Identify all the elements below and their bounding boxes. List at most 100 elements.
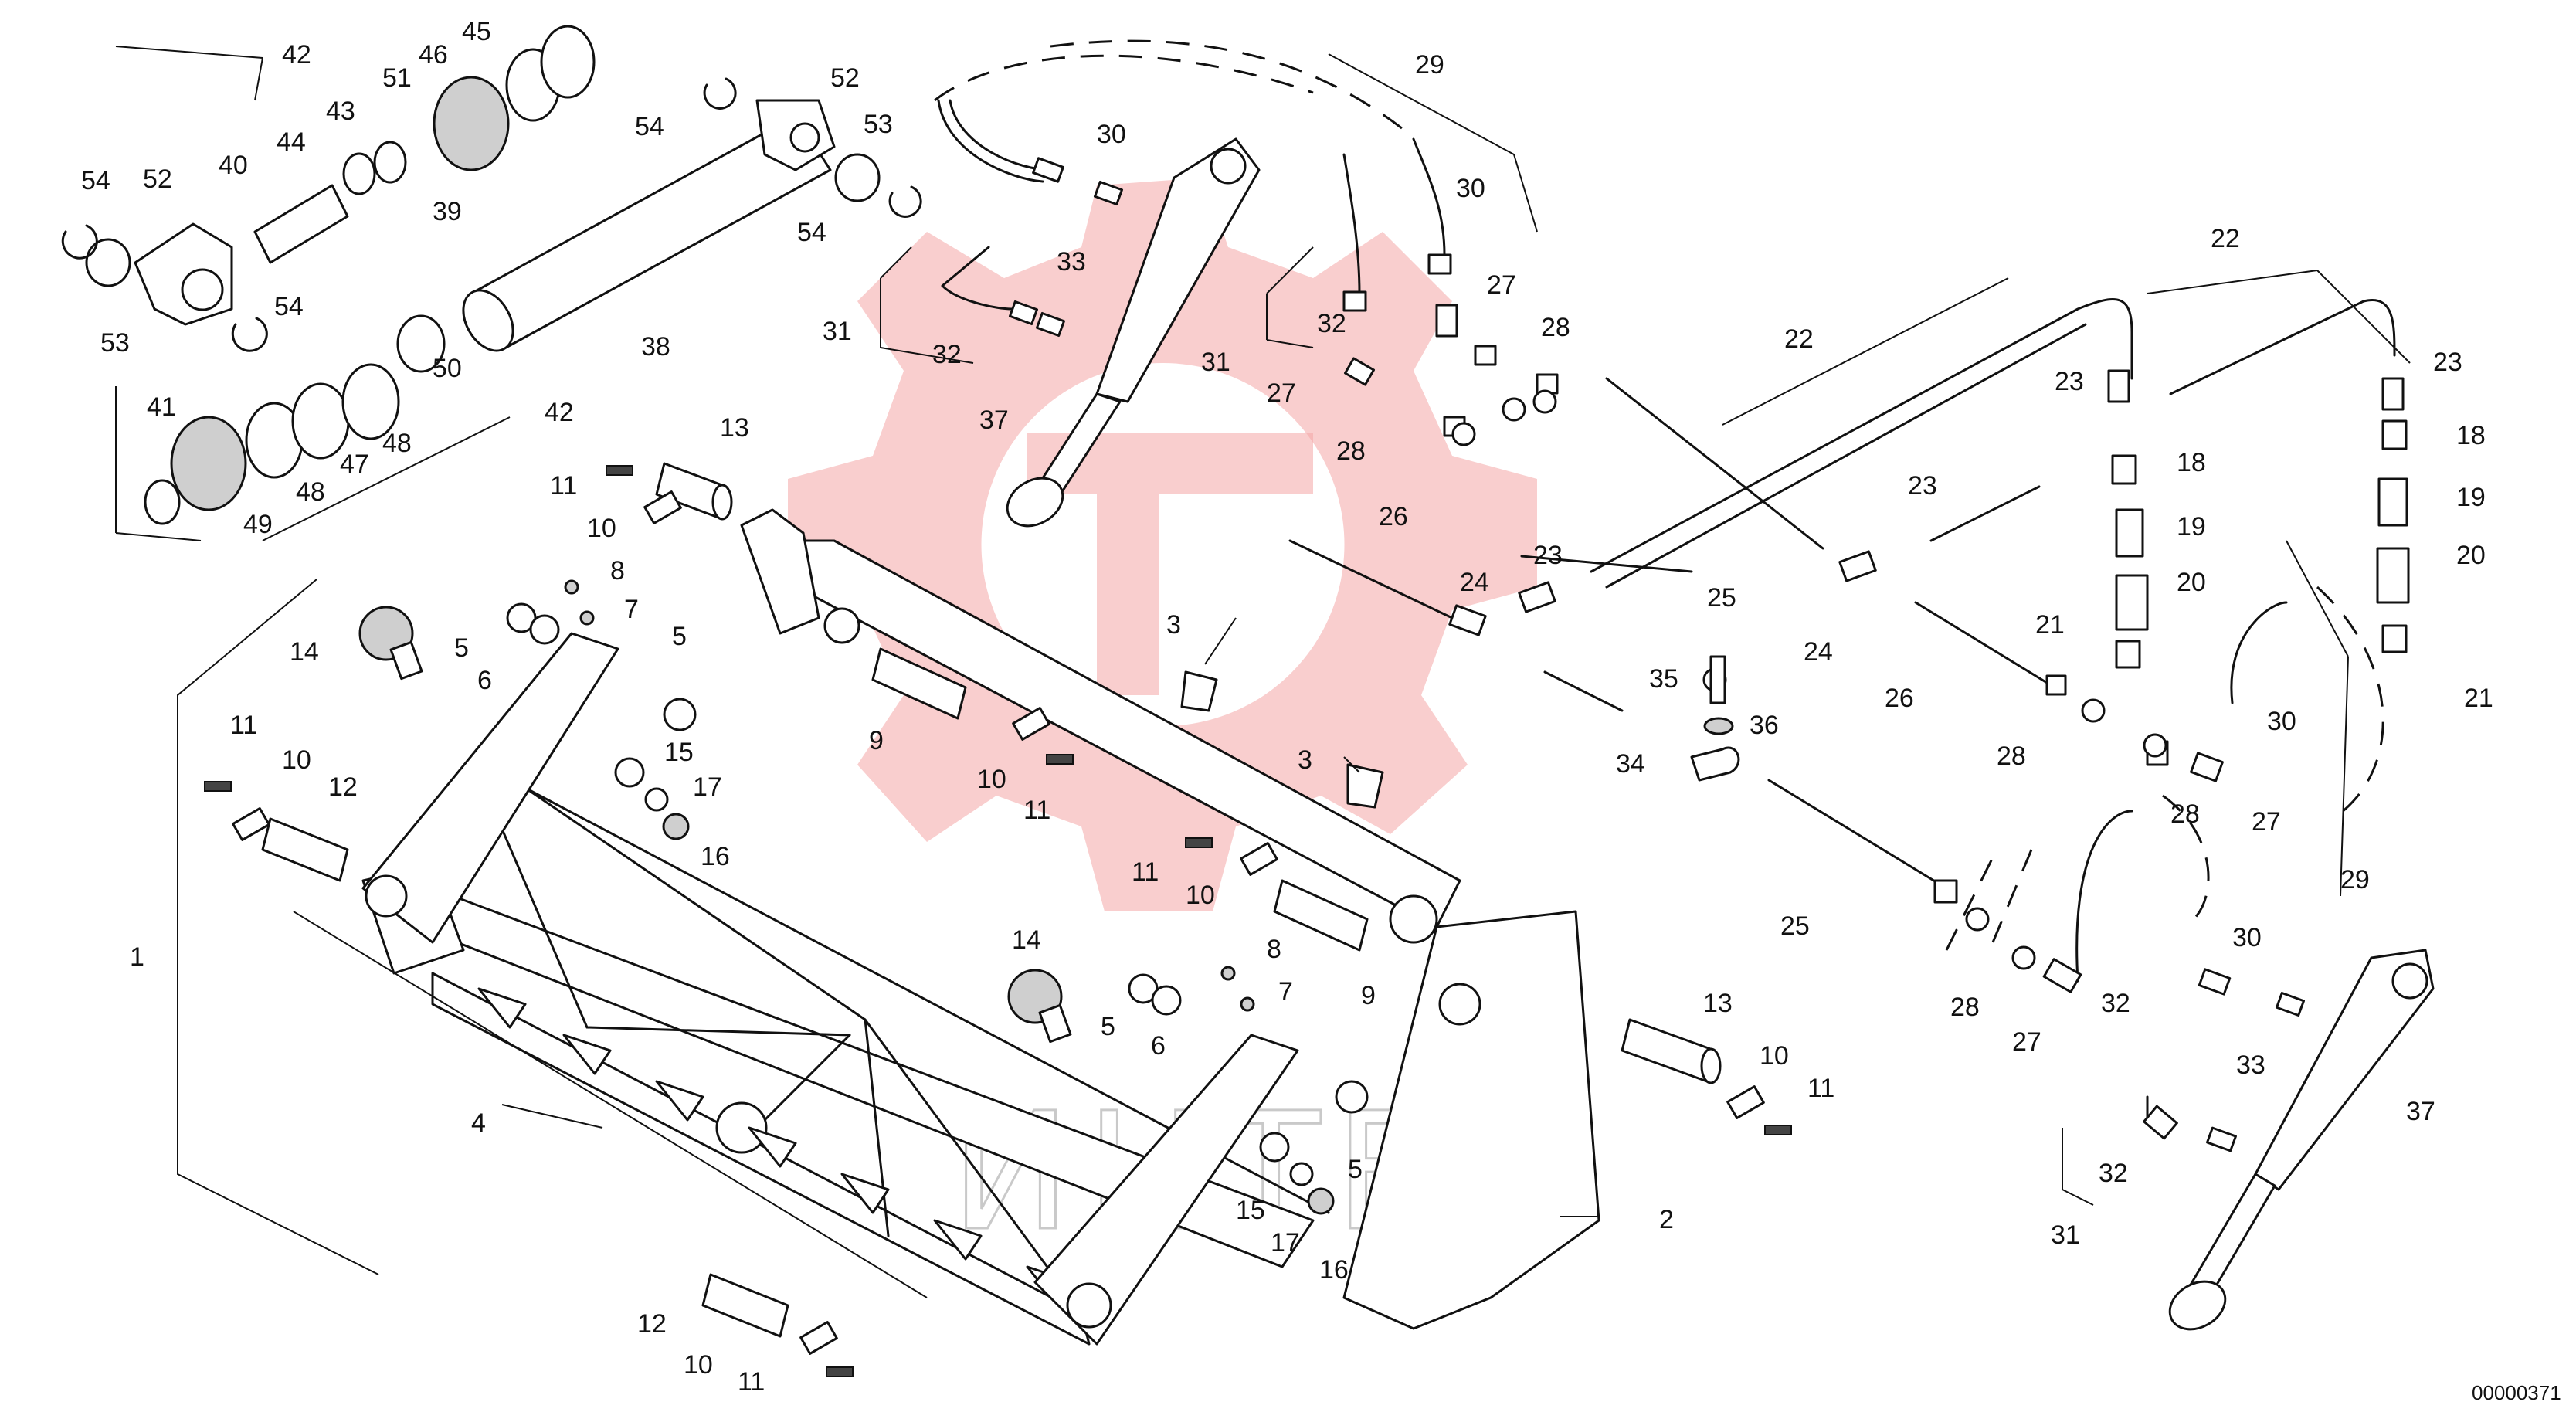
callout-11: 11 (1132, 857, 1159, 887)
callout-28: 28 (1997, 742, 2026, 771)
callout-2: 2 (1659, 1205, 1674, 1234)
callout-18: 18 (2177, 448, 2206, 477)
callout-14: 14 (1012, 925, 1041, 955)
callout-26: 26 (1885, 684, 1914, 713)
callout-23: 23 (2055, 367, 2084, 396)
callout-30: 30 (1097, 120, 1126, 149)
callout-23: 23 (1533, 541, 1563, 570)
pin-12-bottom (701, 1273, 789, 1338)
callout-19: 19 (2177, 512, 2206, 541)
callout-16: 16 (701, 842, 730, 871)
callout-28: 28 (1541, 313, 1570, 342)
callout-37: 37 (979, 406, 1009, 435)
callout-6: 6 (1151, 1031, 1166, 1061)
callout-53: 53 (864, 110, 893, 139)
callout-8: 8 (1267, 935, 1281, 964)
callout-7: 7 (624, 595, 639, 624)
callout-15: 15 (664, 738, 694, 767)
callout-34: 34 (1616, 749, 1645, 779)
callout-22: 22 (2211, 224, 2240, 253)
callout-20: 20 (2456, 541, 2486, 570)
callout-35: 35 (1649, 664, 1678, 694)
callout-10: 10 (1760, 1041, 1789, 1071)
callout-33: 33 (2236, 1051, 2265, 1080)
callout-10: 10 (282, 745, 311, 775)
washers-15-16-17-left (614, 757, 690, 840)
callout-32: 32 (2101, 989, 2130, 1018)
callout-4: 4 (471, 1108, 486, 1138)
callout-30: 30 (2232, 923, 2262, 952)
callout-42: 42 (282, 40, 311, 70)
pin-13-right (1621, 1018, 1722, 1084)
callout-20: 20 (2177, 568, 2206, 597)
callout-39: 39 (433, 197, 462, 226)
callout-5: 5 (672, 622, 687, 651)
fittings-and-couplers (1008, 157, 2410, 1152)
callout-11: 11 (1807, 1074, 1834, 1103)
callout-31: 31 (1201, 348, 1230, 377)
callout-11: 11 (1023, 796, 1050, 825)
gear-watermark-logo (788, 178, 1537, 911)
leader-lines (115, 39, 2411, 1298)
callout-45: 45 (462, 17, 491, 46)
callout-27: 27 (2012, 1027, 2041, 1057)
callout-31: 31 (2051, 1220, 2080, 1250)
callout-43: 43 (326, 97, 355, 126)
callout-6: 6 (477, 666, 492, 695)
callout-28: 28 (2170, 799, 2200, 829)
callout-54: 54 (274, 292, 304, 321)
callout-32: 32 (2099, 1159, 2128, 1188)
callout-32: 32 (1317, 309, 1346, 338)
pin-14-right (1007, 969, 1072, 1044)
callout-27: 27 (1267, 378, 1296, 408)
callout-48: 48 (296, 477, 325, 507)
callout-54: 54 (81, 166, 110, 195)
callout-24: 24 (1804, 637, 1833, 667)
bucket-frame (361, 508, 1600, 1346)
hydraulic-cylinder-37-right (2168, 949, 2435, 1331)
pin-9-lower (1273, 879, 1369, 952)
callout-10: 10 (684, 1350, 713, 1380)
callout-10: 10 (587, 514, 616, 543)
callout-32: 32 (932, 340, 962, 369)
callout-11: 11 (230, 711, 257, 740)
pin-12-left (261, 817, 349, 882)
callout-38: 38 (641, 332, 670, 361)
callout-52: 52 (830, 63, 860, 93)
callout-51: 51 (382, 63, 412, 93)
callout-25: 25 (1780, 911, 1810, 941)
document-number: 00000371 (2472, 1381, 2561, 1404)
callout-47: 47 (340, 450, 369, 479)
callout-17: 17 (693, 772, 722, 802)
callout-30: 30 (1456, 174, 1485, 203)
callout-26: 26 (1379, 502, 1408, 531)
circlips-54 (61, 77, 922, 352)
pin-14-left (358, 606, 423, 681)
callout-23: 23 (1908, 471, 1937, 501)
callout-12: 12 (637, 1309, 667, 1339)
callout-28: 28 (1950, 993, 1980, 1022)
callout-19: 19 (2456, 483, 2486, 512)
callout-40: 40 (219, 151, 248, 180)
pin-9-upper (871, 647, 967, 720)
callout-28: 28 (1336, 436, 1366, 466)
callout-12: 12 (328, 772, 358, 802)
hydraulic-lines (937, 99, 2396, 1122)
callout-24: 24 (1460, 568, 1489, 597)
callout-48: 48 (382, 429, 412, 458)
callout-42: 42 (545, 398, 574, 427)
callout-9: 9 (1361, 981, 1376, 1010)
callout-22: 22 (1784, 324, 1814, 354)
callout-49: 49 (243, 510, 273, 539)
callout-36: 36 (1750, 711, 1779, 740)
callout-21: 21 (2464, 684, 2493, 713)
callout-1: 1 (130, 942, 144, 972)
callout-18: 18 (2456, 421, 2486, 450)
pin-13-top (655, 462, 733, 521)
callout-16: 16 (1319, 1255, 1349, 1285)
callout-8: 8 (610, 556, 625, 586)
callout-29: 29 (2340, 865, 2370, 894)
callout-23: 23 (2433, 348, 2462, 377)
callout-29: 29 (1415, 50, 1444, 80)
